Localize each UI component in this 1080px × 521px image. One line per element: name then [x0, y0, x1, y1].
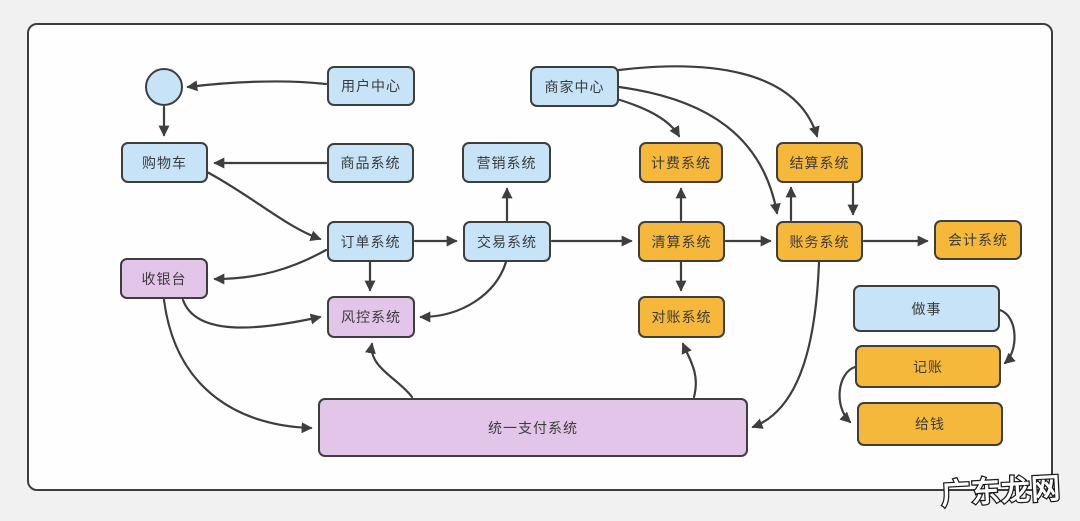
node-accounting-system: 会计系统 — [934, 220, 1022, 260]
edge-merchant-center-to-billing-system — [615, 97, 681, 138]
node-trade-system: 交易系统 — [463, 221, 551, 262]
edge-user-center-to-start — [186, 80, 328, 92]
edge-order-system-to-cashier — [213, 248, 328, 285]
node-ledger-system: 账务系统 — [776, 221, 863, 262]
node-risk-control-system: 风控系统 — [327, 296, 415, 338]
node-unified-payment-system: 统一支付系统 — [318, 398, 748, 457]
edge-shopping-cart-to-order-system — [205, 170, 322, 242]
node-shopping-cart: 购物车 — [121, 142, 208, 183]
node-order-system: 订单系统 — [327, 221, 414, 262]
node-pay-money: 给钱 — [857, 402, 1003, 446]
edge-unified-payment-system-to-reconciliation-system — [681, 342, 697, 399]
node-settlement-system: 结算系统 — [776, 142, 863, 183]
edge-ledger-system-to-unified-payment-system — [751, 260, 821, 429]
node-cashier: 收银台 — [120, 258, 208, 299]
node-marketing-system: 营销系统 — [462, 142, 551, 183]
node-do-things: 做事 — [853, 285, 1000, 332]
node-billing-system: 计费系统 — [639, 142, 723, 183]
edge-cashier-to-unified-payment-system — [162, 298, 313, 434]
watermark-text: 广东龙网 — [939, 470, 1063, 513]
node-clearing-system: 清算系统 — [638, 221, 725, 262]
node-start-circle — [145, 68, 183, 106]
edge-record-accounts-to-pay-money — [838, 365, 857, 424]
edge-cashier-to-risk-control-system — [181, 298, 322, 329]
node-record-accounts: 记账 — [855, 345, 1001, 388]
node-user-center: 用户中心 — [327, 66, 415, 106]
edge-unified-payment-system-to-risk-control-system — [364, 342, 414, 399]
edge-do-things-to-record-accounts — [998, 308, 1016, 365]
node-reconciliation-system: 对账系统 — [638, 296, 725, 338]
node-merchant-center: 商家中心 — [530, 66, 619, 107]
edge-merchant-center-to-ledger-system — [617, 85, 781, 215]
edge-trade-system-to-risk-control-system — [419, 260, 508, 323]
node-product-system: 商品系统 — [327, 143, 414, 183]
edge-merchant-center-to-settlement-system — [617, 65, 820, 138]
